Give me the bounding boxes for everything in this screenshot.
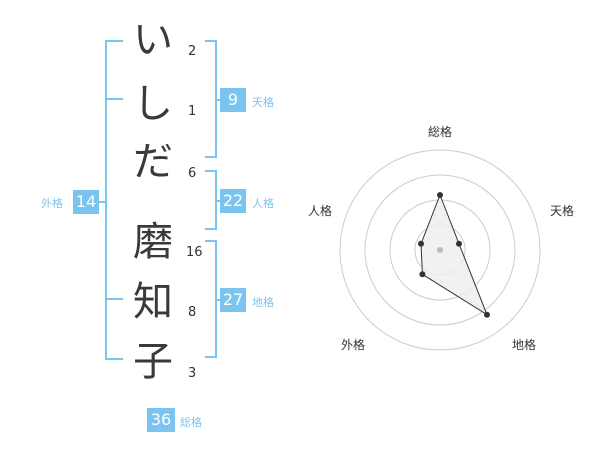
name-char-5: 知 bbox=[133, 279, 173, 325]
jinkaku-value: 22 bbox=[220, 189, 246, 213]
name-char-4: 磨 bbox=[133, 219, 173, 265]
gaikaku-bracket-tick-upper bbox=[105, 98, 123, 100]
radar-label-soukaku: 総格 bbox=[428, 125, 453, 139]
gaikaku-bracket-tick-lower bbox=[105, 298, 123, 300]
radar-ring bbox=[339, 149, 541, 351]
radar-point-top bbox=[437, 192, 443, 198]
gaikaku-connector bbox=[99, 201, 105, 203]
radar-points bbox=[418, 192, 490, 318]
stroke-count-1: 2 bbox=[188, 44, 197, 59]
chikaku-label: 地格 bbox=[252, 296, 274, 309]
radar-center-dot bbox=[437, 247, 443, 253]
radar-polygon bbox=[420, 193, 489, 316]
radar-label-jinkaku: 人格 bbox=[308, 204, 333, 218]
name-char-3: だ bbox=[133, 139, 173, 185]
radar-label-chikaku: 地格 bbox=[512, 338, 537, 352]
radar-point-bottom-left bbox=[419, 271, 426, 278]
stroke-count-5: 8 bbox=[188, 305, 197, 320]
soukaku-label: 総格 bbox=[180, 416, 202, 429]
jinkaku-bracket bbox=[205, 170, 217, 230]
radar-point-left bbox=[418, 240, 424, 247]
soukaku-value: 36 bbox=[147, 408, 175, 432]
tenkaku-connector bbox=[217, 99, 221, 101]
radar-label-gaikaku: 外格 bbox=[341, 338, 366, 352]
gaikaku-value: 14 bbox=[73, 190, 99, 214]
jinkaku-label: 人格 bbox=[252, 197, 274, 210]
chikaku-bracket bbox=[205, 240, 217, 358]
gaikaku-bracket bbox=[105, 40, 123, 360]
stroke-count-2: 1 bbox=[188, 104, 197, 119]
radar-label-tenkaku: 天格 bbox=[550, 204, 575, 218]
stroke-count-6: 3 bbox=[188, 366, 197, 381]
radar-point-right bbox=[456, 240, 462, 247]
chikaku-connector bbox=[217, 299, 221, 301]
tenkaku-value: 9 bbox=[220, 88, 246, 112]
name-char-1: い bbox=[133, 17, 173, 63]
tenkaku-bracket bbox=[205, 40, 217, 158]
gaikaku-label: 外格 bbox=[41, 197, 63, 210]
radar-point-bottom-right bbox=[484, 311, 490, 318]
jinkaku-connector bbox=[217, 200, 221, 202]
stroke-count-3: 6 bbox=[188, 166, 197, 181]
stroke-count-4: 16 bbox=[186, 245, 203, 260]
name-char-6: 子 bbox=[133, 339, 173, 385]
radar-chart bbox=[339, 149, 541, 351]
name-char-2: し bbox=[133, 81, 173, 127]
chikaku-value: 27 bbox=[220, 288, 246, 312]
radar-ring bbox=[364, 174, 516, 326]
tenkaku-label: 天格 bbox=[252, 96, 274, 109]
